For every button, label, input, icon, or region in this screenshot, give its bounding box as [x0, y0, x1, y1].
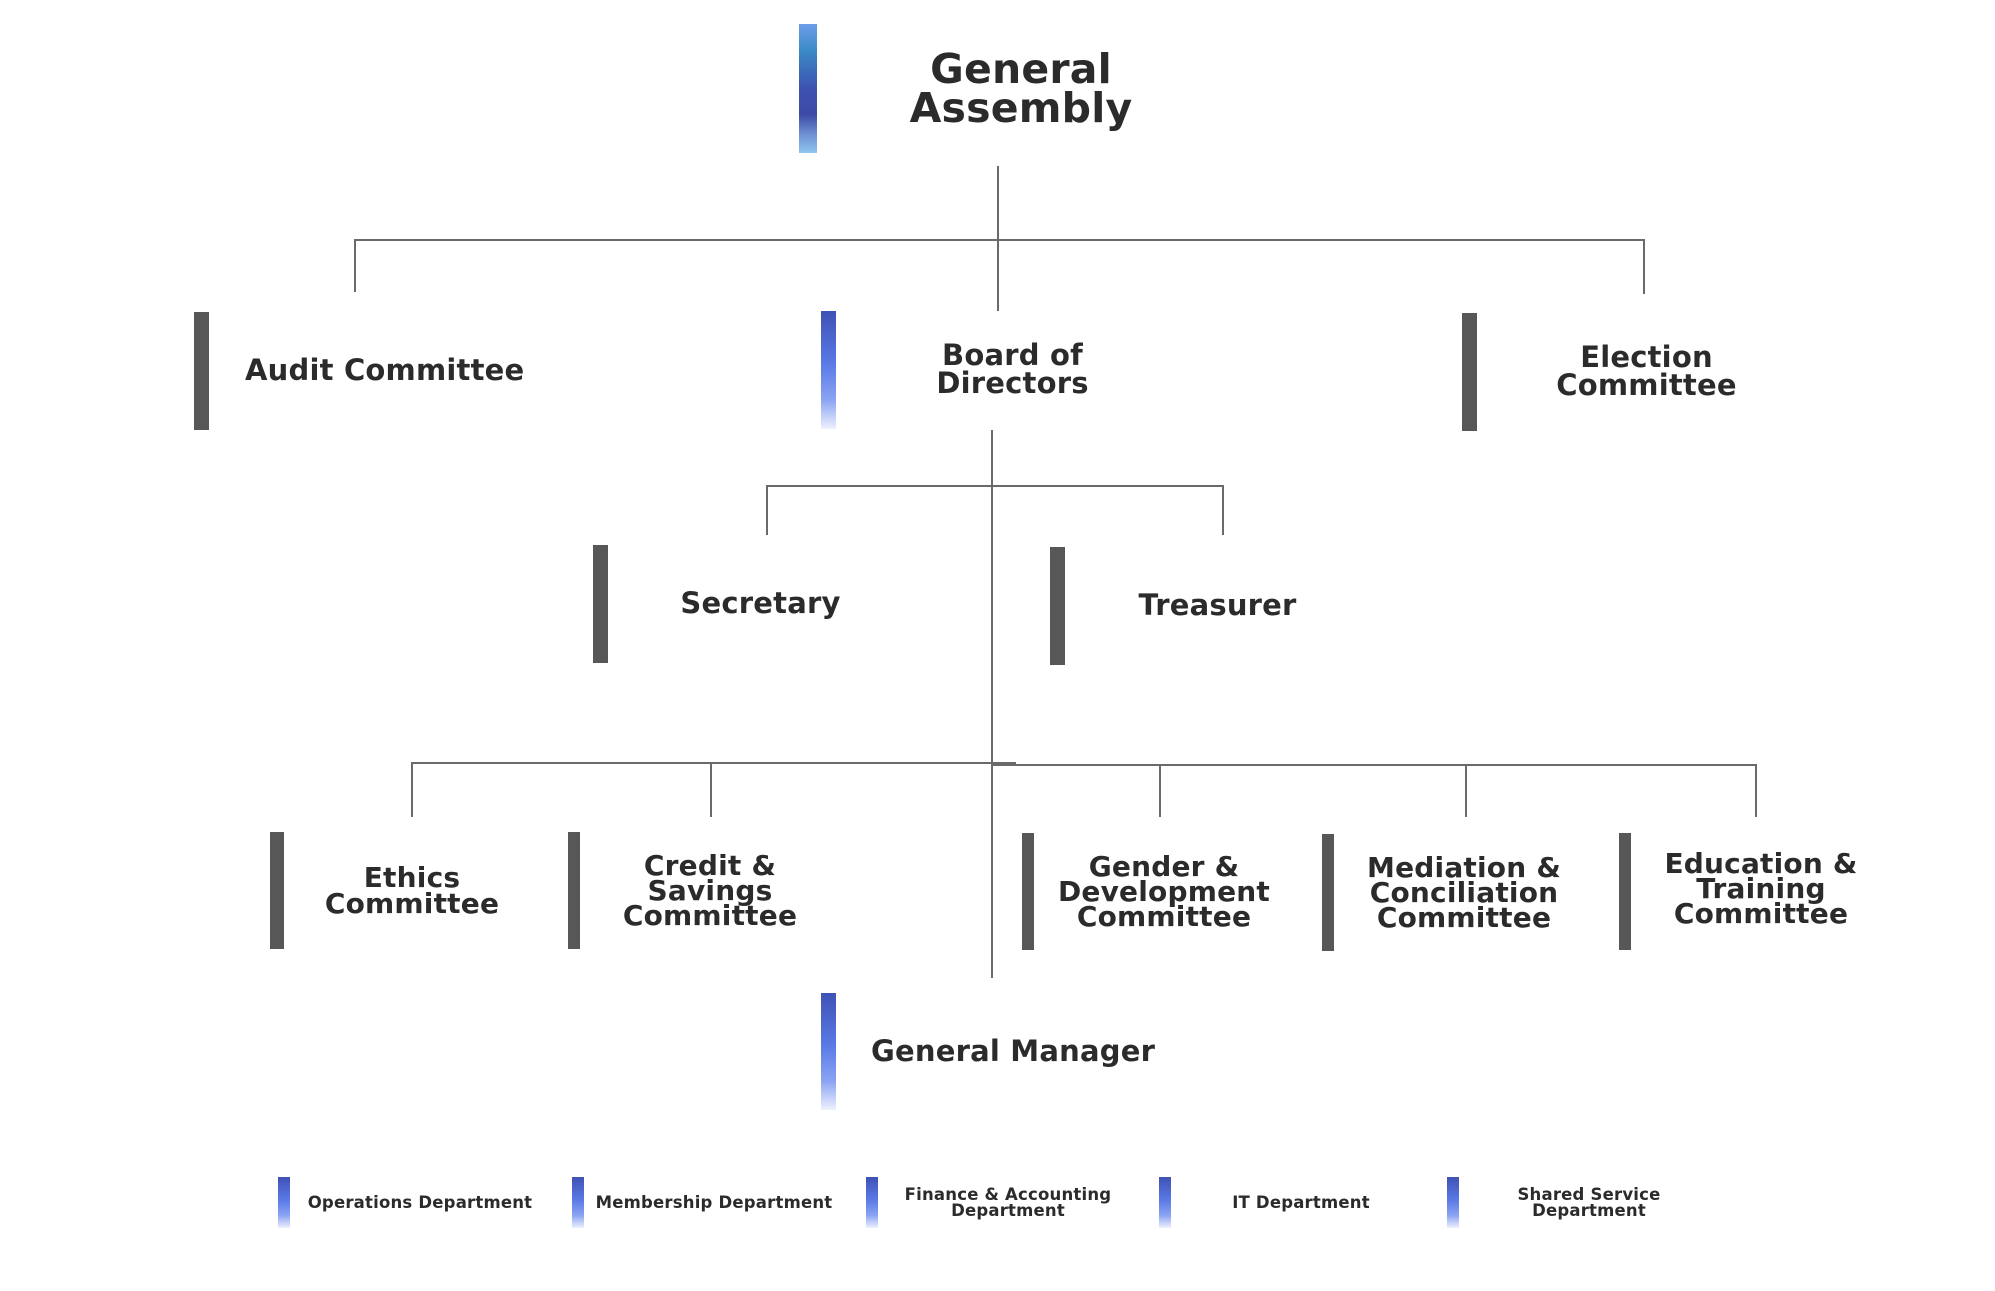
- accent-bar: [821, 311, 836, 429]
- label-line: Committee: [324, 886, 500, 920]
- node-education-training-committee[interactable]: Education & Training Committee: [1619, 833, 1891, 950]
- node-label: Shared Service Department: [1459, 1177, 1719, 1228]
- accent-bar: [1322, 834, 1334, 951]
- label-line: Committee: [1376, 901, 1552, 935]
- node-treasurer[interactable]: Treasurer: [1050, 547, 1386, 665]
- connector-election-stub: [1643, 239, 1645, 294]
- label-line: Operations Department: [307, 1192, 533, 1212]
- connector-board-down: [991, 430, 993, 978]
- accent-bar: [568, 832, 580, 949]
- connector-gender-stub: [1159, 764, 1161, 817]
- node-label: Audit Committee: [245, 353, 525, 388]
- node-finance-accounting-department[interactable]: Finance & Accounting Department: [866, 1177, 1138, 1228]
- connector-ethics-stub: [411, 762, 413, 817]
- node-ethics-committee[interactable]: Ethics Committee: [270, 832, 540, 949]
- node-label: General Assembly: [817, 24, 1215, 153]
- accent-bar: [1022, 833, 1034, 950]
- connector-level1-horizontal: [354, 239, 1645, 241]
- connector-audit-stub: [354, 239, 356, 292]
- node-label: Board of Directors: [936, 338, 1089, 400]
- node-label: General Manager: [871, 1033, 1156, 1068]
- label-line: Training: [1696, 871, 1826, 905]
- accent-bar: [821, 993, 836, 1110]
- node-audit-committee[interactable]: Audit Committee: [194, 312, 530, 430]
- node-general-assembly[interactable]: General Assembly: [799, 24, 1215, 153]
- label-line: Assembly: [909, 83, 1133, 132]
- accent-bar: [1447, 1177, 1459, 1228]
- label-line: Ethics: [363, 861, 461, 895]
- label-line: Mediation &: [1367, 850, 1561, 884]
- accent-bar: [270, 832, 284, 949]
- accent-bar: [278, 1177, 290, 1228]
- node-it-department[interactable]: IT Department: [1159, 1177, 1431, 1228]
- label-line: General: [930, 44, 1112, 93]
- connector-mediation-stub: [1465, 764, 1467, 817]
- accent-bar: [1050, 547, 1065, 665]
- label-line: Membership Department: [595, 1192, 833, 1212]
- node-credit-savings-committee[interactable]: Credit & Savings Committee: [568, 832, 840, 949]
- node-label: Ethics Committee: [284, 832, 540, 949]
- label-line: Conciliation: [1369, 875, 1559, 909]
- label-line: IT Department: [1232, 1192, 1370, 1212]
- accent-bar: [194, 312, 209, 430]
- label-line: Gender &: [1088, 849, 1240, 883]
- node-operations-department[interactable]: Operations Department: [278, 1177, 550, 1228]
- node-secretary[interactable]: Secretary: [593, 545, 929, 663]
- connector-officers-horizontal: [766, 485, 1224, 487]
- accent-bar: [866, 1177, 878, 1228]
- label-line: Education &: [1664, 846, 1858, 880]
- connector-committees-horizontal-right: [992, 764, 1757, 766]
- node-label: Mediation & Conciliation Committee: [1334, 834, 1594, 951]
- connector-secretary-stub: [766, 485, 768, 535]
- label-line: Finance & Accounting: [904, 1184, 1112, 1204]
- node-label: Gender & Development Committee: [1034, 833, 1294, 950]
- node-label: Operations Department: [290, 1177, 550, 1228]
- accent-bar: [593, 545, 608, 663]
- accent-bar: [1462, 313, 1477, 431]
- node-label: Secretary: [680, 586, 841, 621]
- accent-bar: [1619, 833, 1631, 950]
- label-line: Committee: [622, 899, 798, 933]
- node-board-of-directors[interactable]: Board of Directors: [821, 311, 1156, 429]
- connector-credit-stub: [710, 762, 712, 817]
- accent-bar: [799, 24, 817, 153]
- node-mediation-conciliation-committee[interactable]: Mediation & Conciliation Committee: [1322, 834, 1594, 951]
- node-shared-service-department[interactable]: Shared Service Department: [1447, 1177, 1719, 1228]
- connector-root-down: [997, 166, 999, 311]
- label-line: Credit & Savings: [643, 848, 777, 907]
- node-label: Membership Department: [584, 1177, 844, 1228]
- node-label: Credit & Savings Committee: [580, 832, 840, 949]
- node-label: Finance & Accounting Department: [878, 1177, 1138, 1228]
- connector-education-stub: [1755, 764, 1757, 817]
- node-label: Education & Training Committee: [1631, 833, 1891, 950]
- node-membership-department[interactable]: Membership Department: [572, 1177, 844, 1228]
- node-general-manager[interactable]: General Manager: [821, 993, 1156, 1110]
- node-label: IT Department: [1171, 1177, 1431, 1228]
- label-line: Committee: [1076, 900, 1252, 934]
- node-election-committee[interactable]: Election Committee: [1462, 313, 1798, 431]
- node-label: Election Committee: [1556, 340, 1737, 402]
- accent-bar: [1159, 1177, 1171, 1228]
- node-label: Treasurer: [1138, 588, 1297, 623]
- node-gender-development-committee[interactable]: Gender & Development Committee: [1022, 833, 1294, 950]
- connector-treasurer-stub: [1222, 485, 1224, 535]
- connector-committees-horizontal-left: [411, 762, 1016, 764]
- label-line: Development: [1057, 874, 1271, 908]
- accent-bar: [572, 1177, 584, 1228]
- label-line: Shared Service Department: [1517, 1184, 1661, 1220]
- label-line: Committee: [1673, 897, 1849, 931]
- label-line: Department: [951, 1200, 1065, 1220]
